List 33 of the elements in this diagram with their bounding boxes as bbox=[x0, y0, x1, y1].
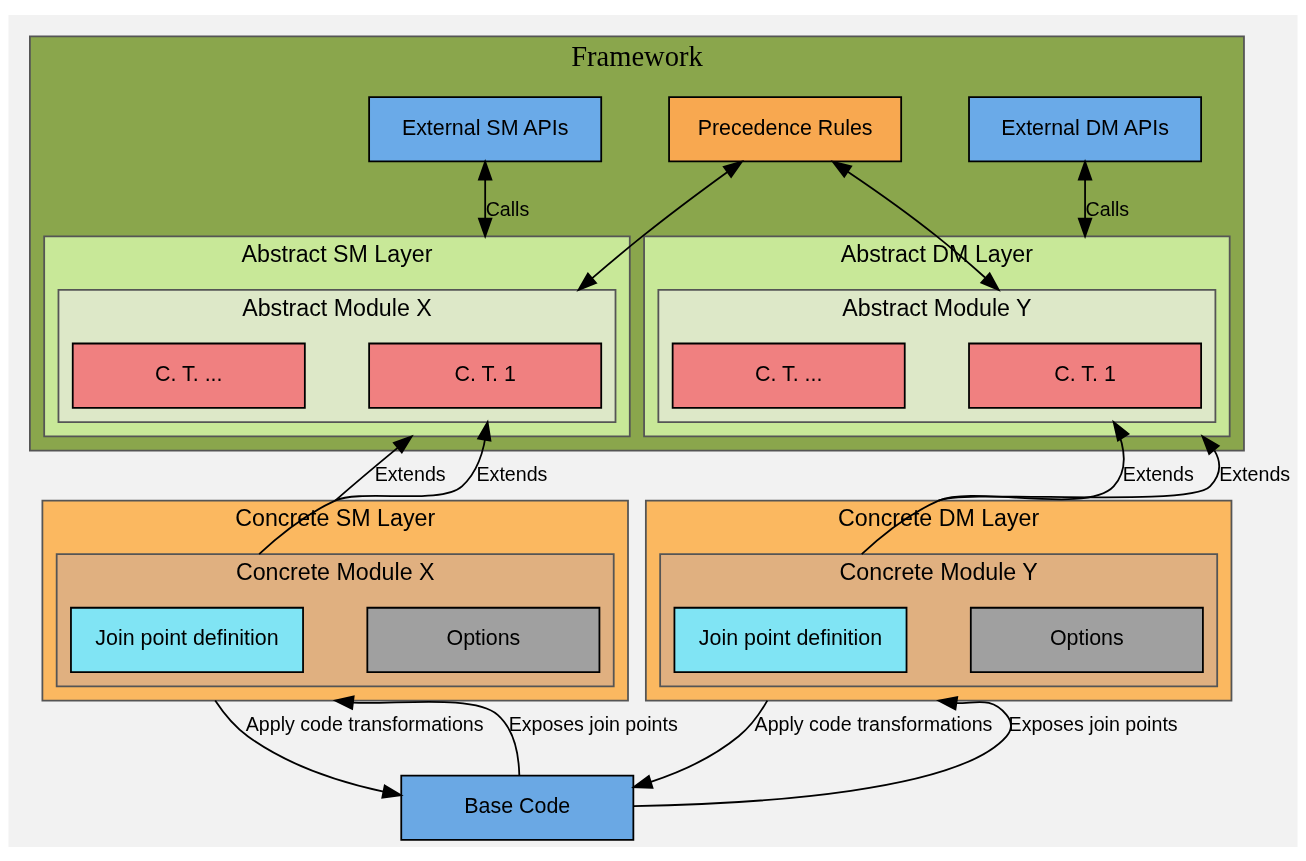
arrow bbox=[258, 418, 492, 555]
node-box: External SM APIs bbox=[368, 95, 603, 162]
node-box: Join point definition bbox=[673, 606, 908, 673]
edge-label: Apply code transformations bbox=[754, 712, 993, 735]
arrow bbox=[631, 699, 769, 789]
arrow bbox=[214, 699, 404, 799]
edge-label: Extends bbox=[1219, 462, 1291, 485]
node-box: Precedence Rules bbox=[668, 95, 903, 162]
edge-label: Apply code transformations bbox=[245, 712, 484, 735]
edge-label: Calls bbox=[485, 197, 530, 220]
arrow bbox=[860, 419, 1130, 555]
node-box: Join point definition bbox=[70, 606, 304, 673]
arrow bbox=[332, 694, 521, 776]
arrow bbox=[576, 159, 745, 292]
node-box: Base Code bbox=[400, 774, 635, 841]
arrow bbox=[334, 434, 414, 502]
arrow bbox=[937, 433, 1221, 502]
edge-label: Exposes join points bbox=[508, 712, 678, 735]
arrow bbox=[632, 695, 1012, 807]
arrow bbox=[1077, 158, 1093, 239]
edge-label: Extends bbox=[1122, 462, 1194, 485]
node-box: C. T. ... bbox=[671, 342, 906, 409]
node-box: C. T. ... bbox=[71, 342, 306, 409]
edge-label: Extends bbox=[374, 462, 446, 485]
arrow bbox=[830, 159, 1001, 292]
node-box: C. T. 1 bbox=[968, 342, 1202, 409]
node-box: Options bbox=[366, 606, 601, 673]
arrow bbox=[477, 158, 493, 239]
edge-label: Calls bbox=[1085, 197, 1130, 220]
node-box: C. T. 1 bbox=[368, 342, 603, 409]
edge-label: Extends bbox=[476, 462, 548, 485]
node-box: Options bbox=[969, 606, 1204, 673]
node-box: External DM APIs bbox=[968, 95, 1202, 162]
